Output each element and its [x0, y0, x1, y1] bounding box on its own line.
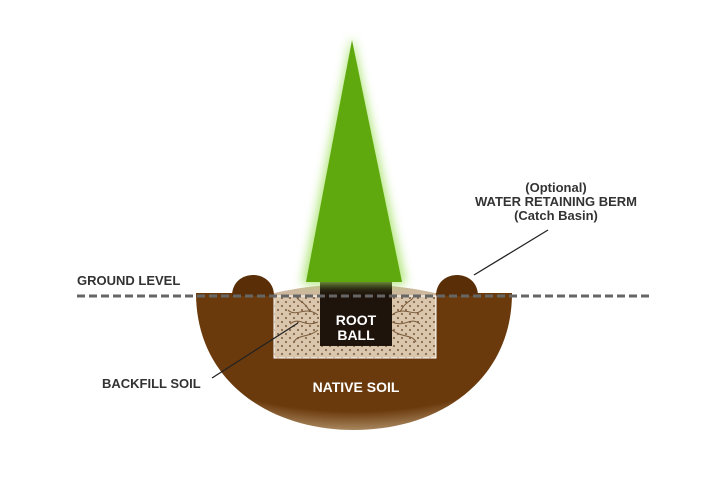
berm-left	[232, 275, 274, 296]
native-soil-label: NATIVE SOIL	[313, 379, 400, 395]
root-ball-label-line1: ROOT	[336, 312, 377, 328]
root-ball-label-line2: BALL	[337, 327, 375, 343]
berm-leader-line	[473, 229, 549, 276]
berm-subtitle-label: (Catch Basin)	[514, 208, 598, 223]
backfill-leader-line	[211, 322, 299, 379]
berm-optional-label: (Optional)	[525, 180, 586, 195]
backfill-soil-label: BACKFILL SOIL	[102, 376, 201, 391]
tree-icon	[306, 40, 402, 282]
berm-right	[436, 275, 478, 296]
berm-title-label: WATER RETAINING BERM	[475, 194, 637, 209]
root-ball	[320, 282, 392, 346]
roots-right	[391, 295, 423, 343]
ground-level-label: GROUND LEVEL	[77, 273, 180, 288]
